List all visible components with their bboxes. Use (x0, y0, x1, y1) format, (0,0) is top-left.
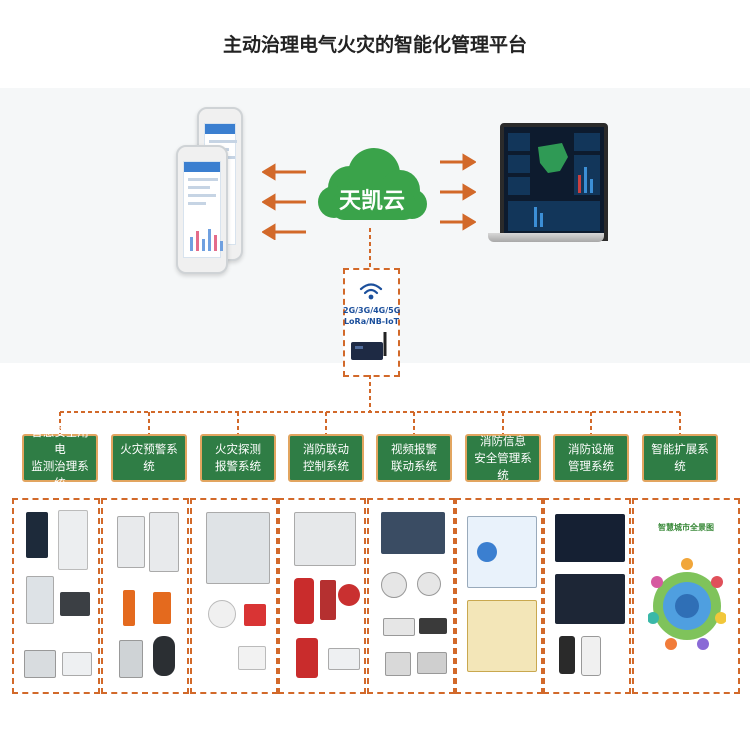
device-panel (58, 510, 88, 570)
panel-info-security (455, 498, 543, 694)
cloud-label: 天凯云 (338, 189, 405, 214)
category-info-security[interactable]: 消防信息 安全管理系统 (465, 434, 541, 482)
panel-title: 智慧城市全景图 (658, 523, 714, 532)
device-meter (26, 576, 54, 624)
arrows-to-laptop (440, 153, 476, 231)
page-title: 主动治理电气火灾的智能化管理平台 (222, 34, 527, 56)
category-facility-management[interactable]: 消防设施 管理系统 (553, 434, 629, 482)
category-fire-linkage[interactable]: 消防联动 控制系统 (288, 434, 364, 482)
screen-software-2 (467, 600, 537, 672)
device-detector-orange-2 (153, 592, 171, 624)
category-smart-extension[interactable]: 智能扩展系统 (642, 434, 718, 482)
device-sounder (238, 646, 266, 670)
gateway-device-icon (351, 332, 387, 360)
screen-logo (477, 542, 497, 562)
gateway-bus-connector (369, 375, 371, 413)
gateway-protocols: 2G/3G/4G/5G LoRa/NB-IoT (343, 305, 400, 327)
panel-smart-electricity (12, 498, 100, 694)
smart-city-wheel-icon (648, 558, 726, 650)
screen-monitor-1 (555, 514, 625, 562)
distribution-bus (59, 411, 681, 436)
category-fire-detection[interactable]: 火灾探测 报警系统 (200, 434, 276, 482)
device-cabinet (26, 512, 48, 558)
panel-video-alarm (367, 498, 455, 694)
panel-facility-management (543, 498, 631, 694)
device-breaker (24, 650, 56, 678)
device-dome-camera (381, 572, 407, 598)
phone-screen (183, 161, 223, 258)
dashboard-graphic (504, 127, 604, 237)
panel-smart-extension: 智慧城市全景图 (632, 498, 740, 694)
device-controller-2 (149, 512, 179, 572)
device-detector-orange (123, 590, 135, 626)
device-box (119, 640, 143, 678)
device-smoke-detector (208, 600, 236, 628)
device-phone (581, 636, 601, 676)
panel-fire-warning (101, 498, 189, 694)
panel-fire-linkage (278, 498, 366, 694)
arrows-to-phones (262, 163, 306, 240)
wifi-icon (359, 283, 383, 300)
laptop-screen (500, 123, 608, 241)
device-ptz-camera (385, 652, 411, 676)
cloud-gateway-connector (369, 228, 371, 270)
device-bullet-camera-2 (419, 618, 447, 634)
device-sensor (62, 652, 92, 676)
device-module (60, 592, 90, 616)
category-fire-warning[interactable]: 火灾预警系统 (111, 434, 187, 482)
category-smart-electricity[interactable]: 智慧安全用电 监测治理系统 (22, 425, 98, 490)
device-alarm-button (244, 604, 266, 626)
device-handheld (559, 636, 575, 674)
phone-chart (190, 229, 223, 251)
device-dome-camera-2 (417, 572, 441, 596)
panel-fire-detection (190, 498, 278, 694)
device-bell (338, 584, 360, 606)
device-emergency-light (328, 648, 360, 670)
screen-monitor-2 (555, 574, 625, 624)
device-housing-camera (417, 652, 447, 674)
gateway-line-2: LoRa/NB-IoT (343, 317, 400, 326)
device-gauge (153, 636, 175, 676)
device-hydrant (296, 638, 318, 678)
device-extinguisher (294, 578, 314, 624)
laptop-base (488, 233, 604, 242)
cloud-icon (318, 148, 427, 220)
category-video-alarm[interactable]: 视频报警 联动系统 (376, 434, 452, 482)
device-video-wall (381, 512, 445, 554)
phone-front (176, 145, 228, 274)
device-valve (320, 580, 336, 620)
device-console (206, 512, 270, 584)
device-bullet-camera (383, 618, 415, 636)
gateway-line-1: 2G/3G/4G/5G (343, 306, 401, 315)
device-controller (117, 516, 145, 568)
device-linkage-controller (294, 512, 356, 566)
